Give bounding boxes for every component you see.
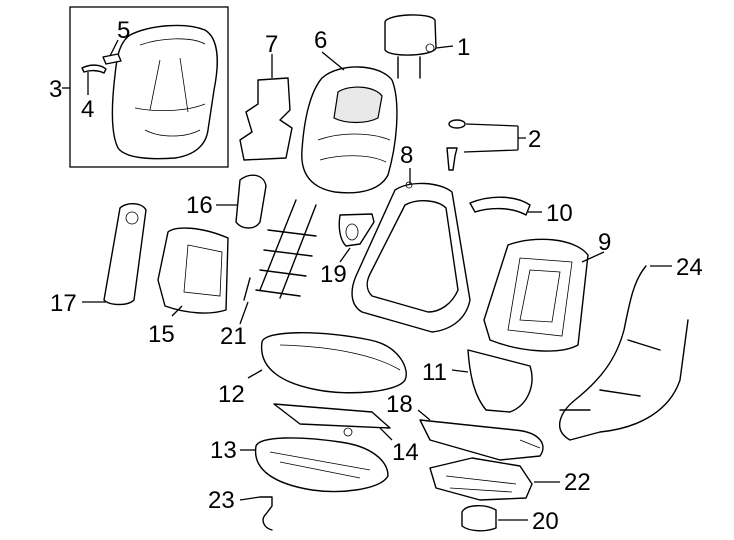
seat-pan-part	[429, 457, 533, 501]
seat-back-frame-part	[351, 181, 471, 333]
callout-16: 16	[186, 192, 213, 219]
callout-24: 24	[676, 254, 703, 281]
callout-18: 18	[386, 391, 413, 418]
callout-12: 12	[218, 381, 245, 408]
cushion-plate-part	[273, 403, 391, 437]
callout-19: 19	[320, 261, 347, 288]
inset-box	[69, 6, 229, 168]
callout-5: 5	[117, 17, 130, 44]
bracket-part-10	[469, 196, 531, 216]
callout-22: 22	[564, 469, 591, 496]
callout-2: 2	[528, 126, 541, 153]
back-insulator-part	[239, 77, 293, 161]
side-shield-part	[157, 227, 229, 314]
callout-14: 14	[392, 439, 419, 466]
callout-21: 21	[220, 323, 247, 350]
callout-15: 15	[148, 321, 175, 348]
callout-4: 4	[81, 96, 94, 123]
callout-13: 13	[210, 437, 237, 464]
callout-7: 7	[265, 31, 278, 58]
airbag-module-part	[338, 213, 375, 247]
callout-9: 9	[598, 229, 611, 256]
headrest-part	[384, 14, 437, 79]
seat-cushion-cover-part	[261, 332, 407, 394]
back-trim-part	[467, 349, 533, 413]
callout-20: 20	[532, 508, 559, 535]
control-switch-part	[461, 505, 497, 532]
callout-labels: 1 2 3 4 5 6 7 8 9 10 11 12 13 14 15 16 1…	[49, 17, 703, 535]
callout-8: 8	[400, 142, 413, 169]
cushion-heater-part	[419, 419, 544, 461]
lumbar-support-part	[243, 199, 317, 301]
callout-23: 23	[208, 487, 235, 514]
callout-3: 3	[49, 76, 62, 103]
callout-10: 10	[546, 200, 573, 227]
wiring-harness-part	[559, 265, 689, 441]
seat-back-panel-part	[483, 238, 589, 352]
clip-part-5	[102, 53, 122, 65]
callout-17: 17	[50, 290, 77, 317]
callout-1: 1	[457, 34, 470, 61]
harness-part-23	[259, 496, 273, 531]
seat-back-pad-part	[301, 66, 398, 194]
side-trim-part	[103, 203, 147, 306]
headrest-guide-part	[446, 119, 466, 171]
seat-cushion-pad-part	[254, 437, 389, 493]
clip-part-4	[81, 64, 107, 74]
bolster-part	[235, 174, 267, 229]
leader-lines	[62, 39, 672, 521]
callout-11: 11	[422, 359, 447, 386]
seat-back-cover-part	[111, 24, 218, 160]
callout-6: 6	[314, 27, 327, 54]
